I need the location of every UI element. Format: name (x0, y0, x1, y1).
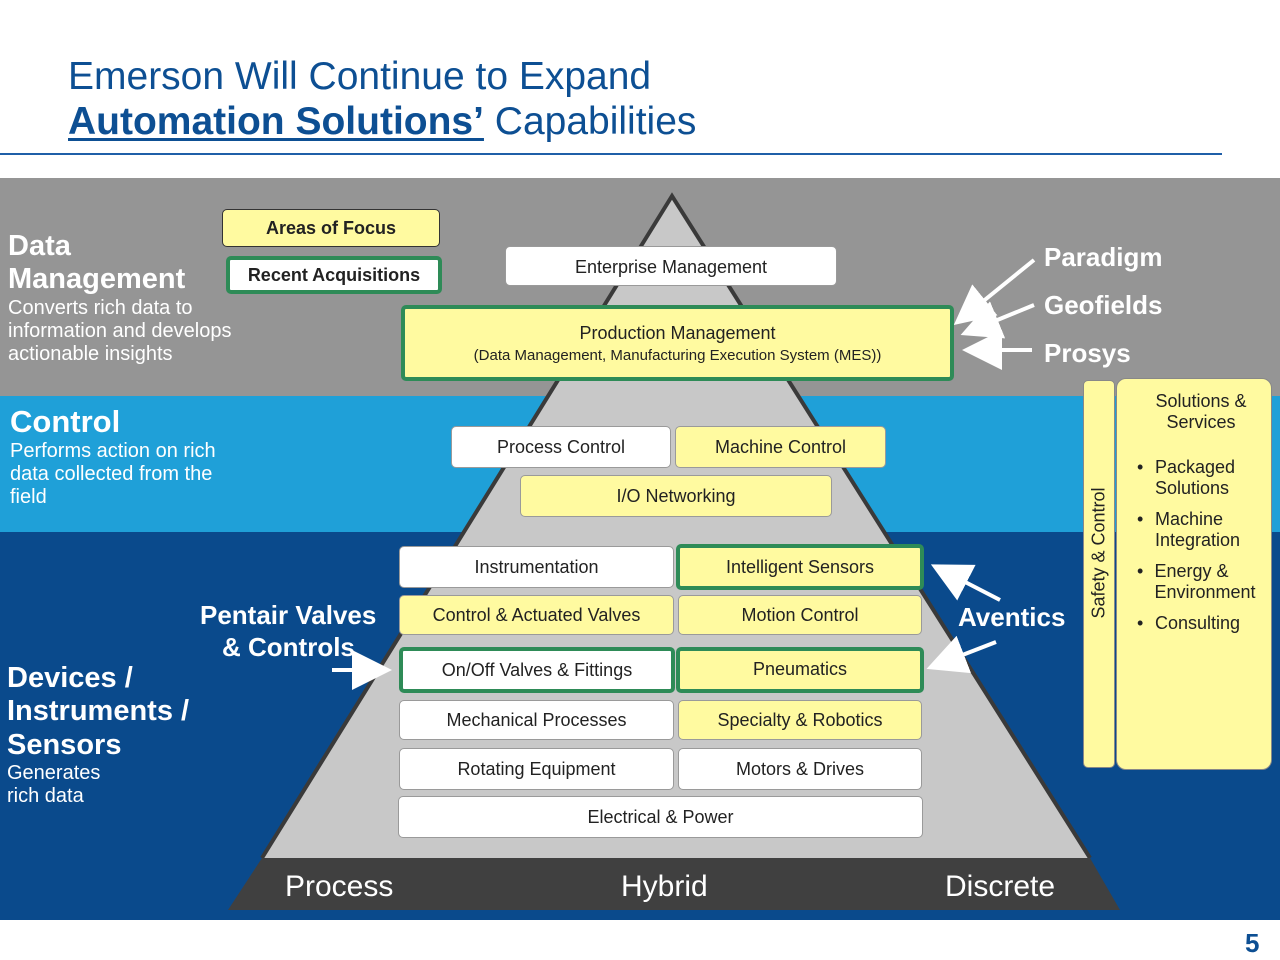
base-discrete: Discrete (945, 870, 1056, 903)
bullet-icon: • (1137, 561, 1144, 581)
box-control-actuated-valves: Control & Actuated Valves (399, 595, 674, 635)
box-process-control: Process Control (451, 426, 671, 468)
base-hybrid: Hybrid (621, 870, 708, 903)
data-management-label: Data Management Converts rich data to in… (8, 230, 231, 366)
devices-desc-2: rich data (7, 785, 84, 808)
solutions-services-box: Solutions & Services •Packaged Solutions… (1116, 378, 1272, 770)
devices-heading-2: Instruments / (7, 695, 190, 728)
box-motion-control: Motion Control (678, 595, 922, 635)
box-motors-drives: Motors & Drives (678, 748, 922, 790)
devices-heading-3: Sensors (7, 728, 122, 761)
acq-aventics: Aventics (958, 602, 1066, 632)
control-desc-3: field (10, 485, 47, 508)
box-rotating-equipment: Rotating Equipment (399, 748, 674, 790)
solutions-item: •Packaged Solutions (1137, 457, 1236, 498)
solutions-item: •Consulting (1137, 613, 1241, 633)
pyramid-shape (262, 196, 1090, 858)
data-heading-2: Management (8, 263, 186, 296)
production-title: Production Management (579, 322, 776, 343)
box-instrumentation: Instrumentation (399, 546, 674, 588)
box-machine-control: Machine Control (675, 426, 886, 468)
title-line-2: Automation Solutions’ Capabilities (68, 102, 696, 141)
control-label: Control Performs action on rich data col… (10, 404, 216, 509)
bullet-icon: • (1137, 509, 1144, 529)
control-desc-2: data collected from the (10, 462, 213, 485)
devices-label: Devices / Instruments / Sensors Generate… (7, 662, 189, 808)
solutions-list: •Packaged Solutions •Machine Integration… (1137, 457, 1263, 634)
solutions-item: •Machine Integration (1137, 509, 1241, 550)
devices-desc-1: Generates (7, 762, 101, 785)
title-line-1: Emerson Will Continue to Expand (68, 55, 652, 98)
acq-paradigm: Paradigm (1044, 242, 1163, 272)
box-specialty-robotics: Specialty & Robotics (678, 700, 922, 740)
title-rule (0, 153, 1222, 155)
acq-geofields: Geofields (1044, 290, 1163, 320)
data-desc-1: Converts rich data to (8, 296, 193, 319)
legend-areas-of-focus: Areas of Focus (222, 209, 440, 247)
legend-recent-acquisitions: Recent Acquisitions (226, 256, 442, 294)
acq-pentair-2: & Controls (222, 632, 355, 662)
box-electrical-power: Electrical & Power (398, 796, 923, 838)
box-enterprise-management: Enterprise Management (505, 246, 837, 286)
box-io-networking: I/O Networking (520, 475, 832, 517)
box-pneumatics: Pneumatics (676, 647, 924, 693)
title-underlined: Automation Solutions’ (68, 100, 484, 143)
box-onoff-valves: On/Off Valves & Fittings (399, 647, 675, 693)
devices-heading-1: Devices / (7, 662, 133, 694)
production-subtitle: (Data Management, Manufacturing Executio… (473, 346, 882, 364)
pyramid-base (228, 858, 1120, 910)
solutions-title: Solutions & Services (1155, 391, 1247, 432)
bullet-icon: • (1137, 457, 1144, 477)
acq-prosys: Prosys (1044, 338, 1131, 368)
page-number: 5 (1245, 928, 1260, 958)
acq-pentair-1: Pentair Valves (200, 600, 377, 630)
title-rest: Capabilities (483, 100, 697, 143)
safety-control-label: Safety & Control (1088, 487, 1109, 619)
data-heading-1: Data (8, 230, 71, 262)
bullet-icon: • (1137, 613, 1144, 633)
base-process: Process (285, 870, 394, 903)
control-heading: Control (10, 404, 121, 439)
box-intelligent-sensors: Intelligent Sensors (676, 544, 924, 590)
box-mechanical-processes: Mechanical Processes (399, 700, 674, 740)
safety-control-bar: Safety & Control (1083, 380, 1115, 768)
data-desc-3: actionable insights (8, 342, 173, 365)
control-desc-1: Performs action on rich (10, 439, 216, 462)
data-desc-2: information and develops (8, 319, 232, 342)
box-production-management: Production Management (Data Management, … (401, 305, 954, 381)
solutions-item: •Energy & Environment (1137, 561, 1256, 602)
